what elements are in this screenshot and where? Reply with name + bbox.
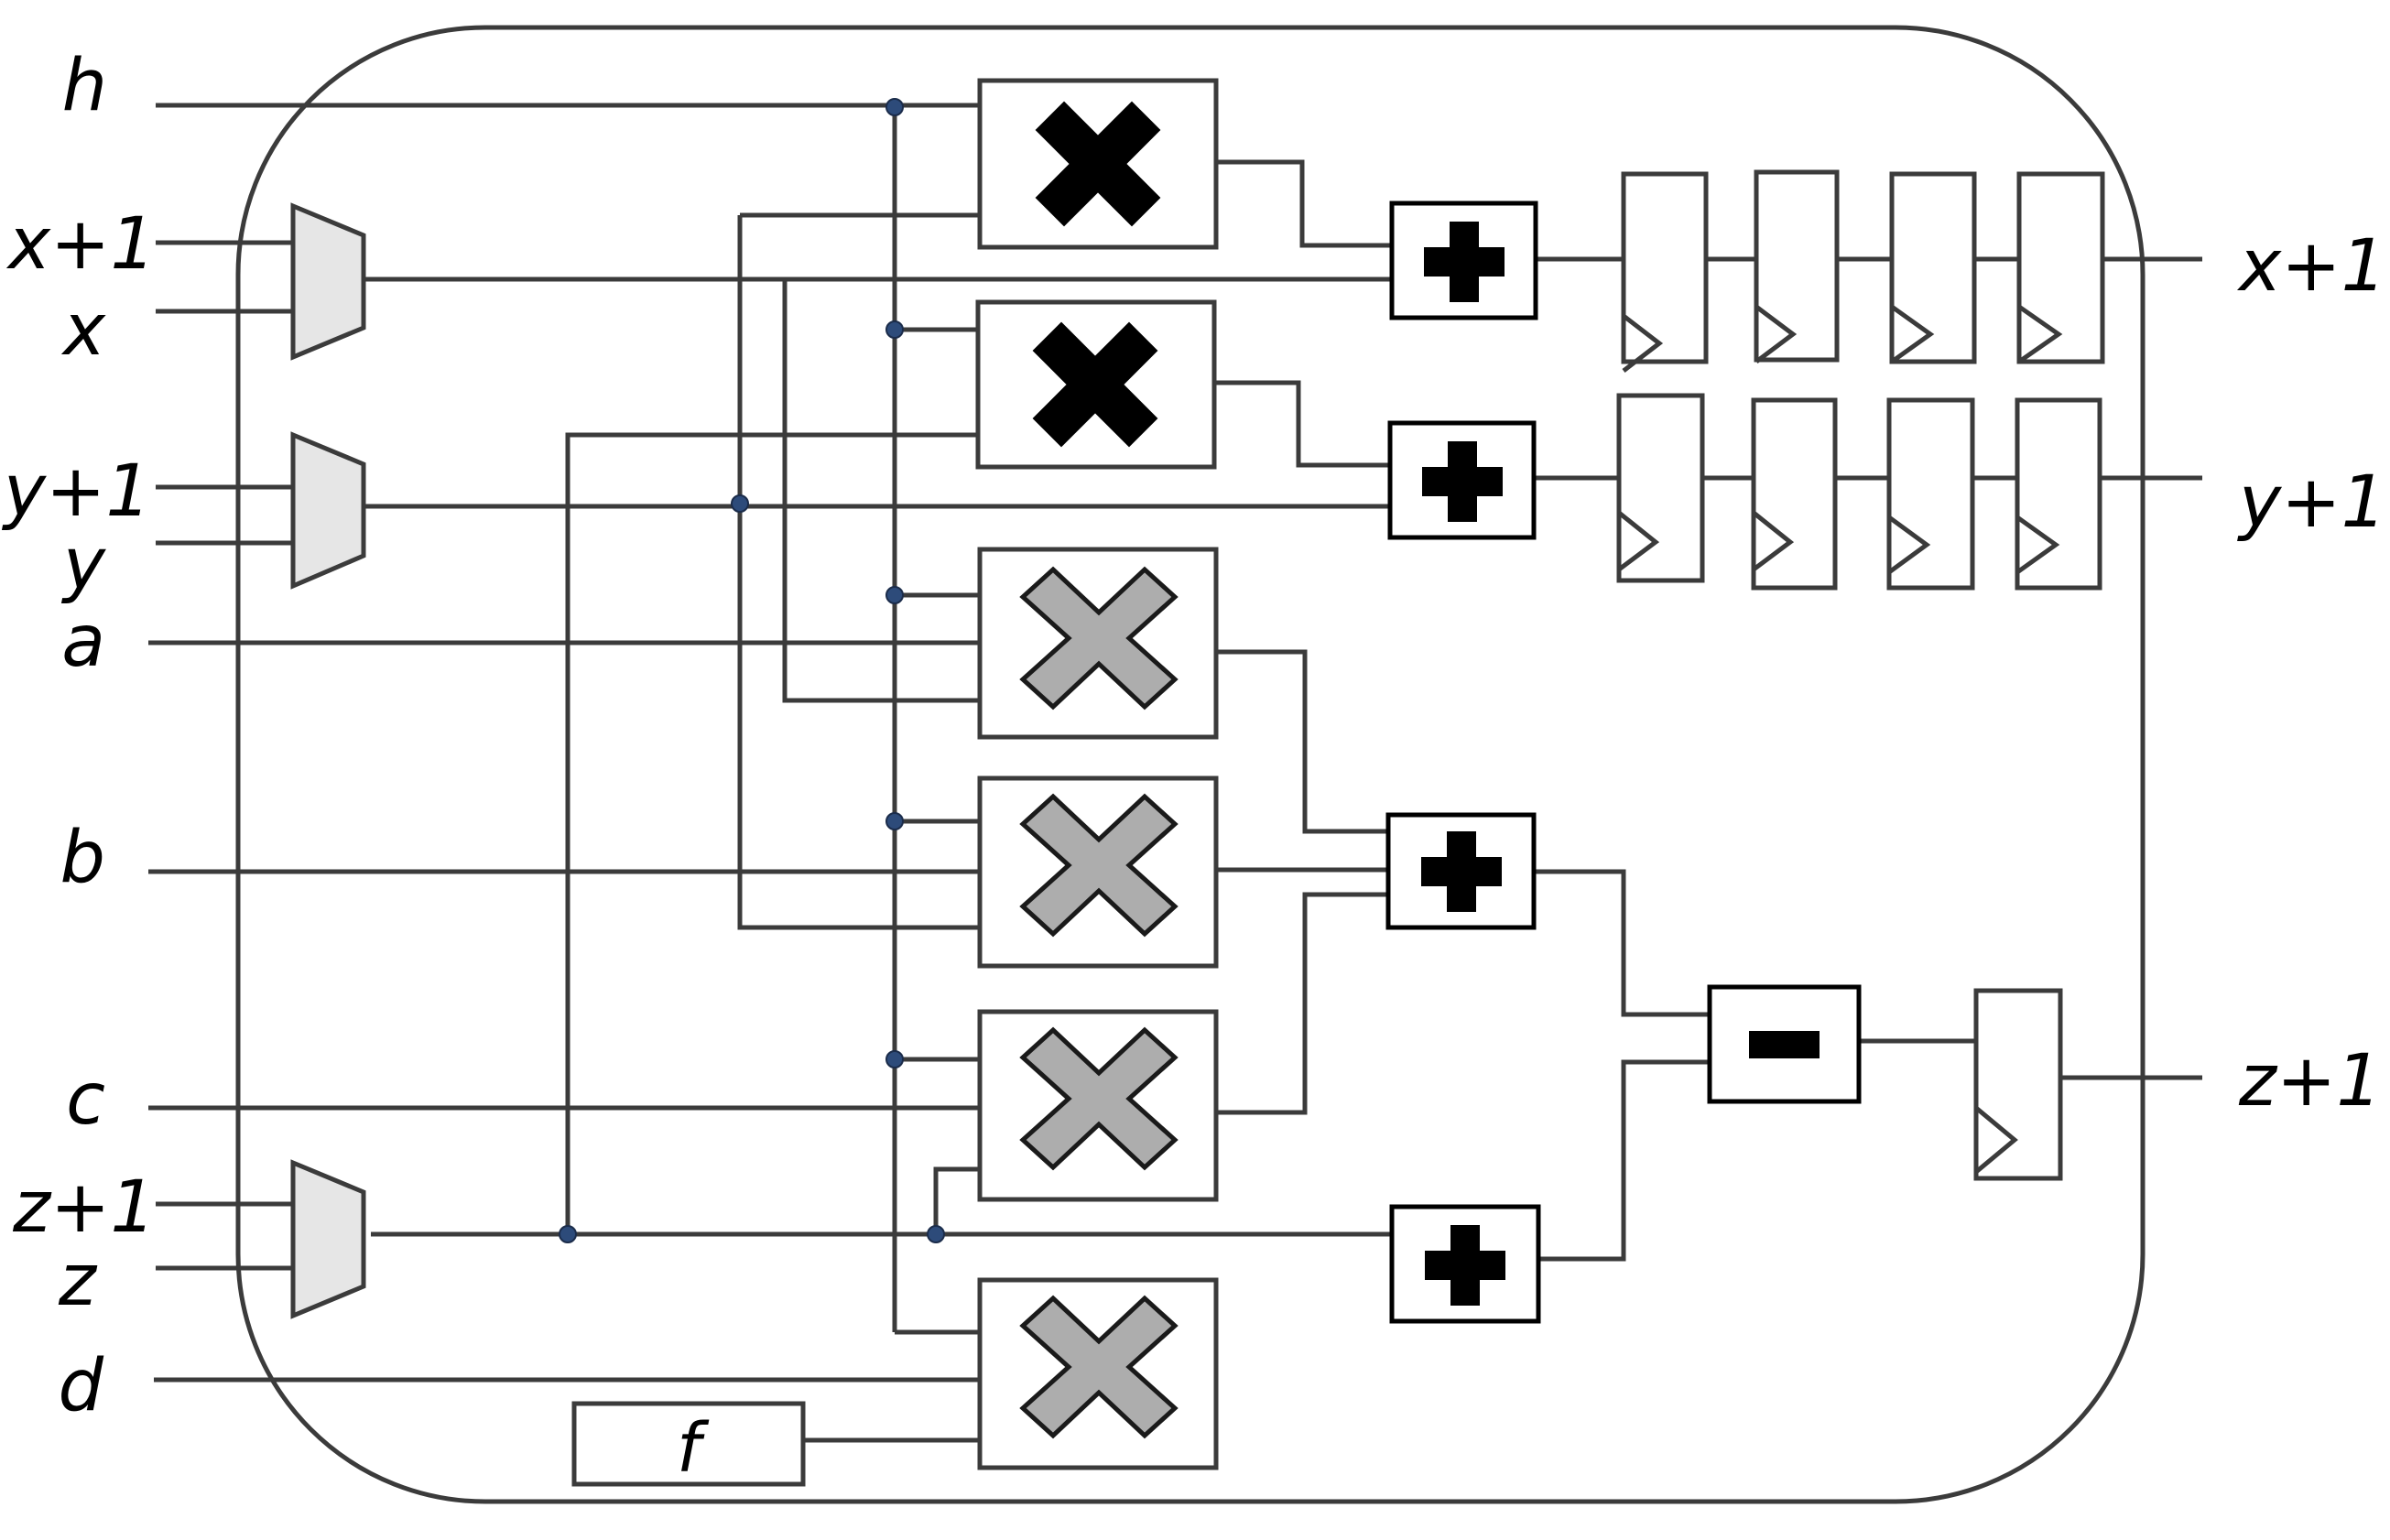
multiply-icon	[1019, 1295, 1179, 1439]
output-label-x-plus-1: x+1	[2239, 225, 2387, 308]
plus-icon	[1424, 222, 1505, 302]
adder-2	[1387, 420, 1537, 540]
input-label-z: z	[59, 1240, 96, 1322]
multiplier-3	[977, 547, 1219, 740]
plus-icon	[1425, 1225, 1505, 1306]
multiplier-5	[977, 1009, 1219, 1202]
plus-icon	[1421, 831, 1502, 912]
minus-icon	[1749, 1031, 1820, 1058]
mux-z	[290, 1159, 366, 1319]
multiplier-6	[977, 1277, 1219, 1470]
input-label-y: y	[62, 524, 105, 606]
multiply-icon	[1019, 566, 1179, 710]
input-label-z-plus-1: z+1	[13, 1166, 156, 1249]
register-z	[1973, 988, 2063, 1181]
input-label-a: a	[61, 601, 105, 683]
mux-y	[290, 431, 366, 590]
adder-4	[1389, 1204, 1541, 1324]
input-label-x-plus-1: x+1	[7, 203, 156, 286]
register-chain-x	[1621, 169, 2105, 373]
adder-3	[1385, 812, 1537, 930]
module-boundary	[235, 25, 2146, 1504]
junction-dots	[559, 98, 945, 1243]
input-label-d: d	[58, 1345, 103, 1427]
multiply-icon	[1032, 321, 1158, 448]
output-label-z-plus-1: z+1	[2239, 1040, 2382, 1122]
register-chain-y	[1616, 393, 2102, 591]
multiply-icon	[1019, 793, 1179, 938]
plus-icon	[1422, 441, 1503, 522]
multiplier-4	[977, 775, 1219, 969]
wires	[148, 103, 2202, 1443]
multiplier-2	[975, 299, 1217, 470]
output-label-y-plus-1: y+1	[2239, 461, 2387, 544]
multiply-icon	[1035, 101, 1161, 227]
input-label-h: h	[61, 45, 107, 127]
input-label-c: c	[66, 1058, 105, 1141]
mux-x	[290, 202, 366, 361]
subtractor	[1707, 984, 1862, 1104]
input-label-b: b	[60, 817, 105, 899]
multiply-icon	[1019, 1026, 1179, 1171]
function-block-label: f	[676, 1409, 701, 1488]
input-label-x: x	[62, 289, 105, 372]
adder-1	[1389, 201, 1538, 320]
multiplier-1	[977, 78, 1219, 250]
input-label-y-plus-1: y+1	[3, 450, 151, 533]
function-block	[571, 1401, 806, 1487]
